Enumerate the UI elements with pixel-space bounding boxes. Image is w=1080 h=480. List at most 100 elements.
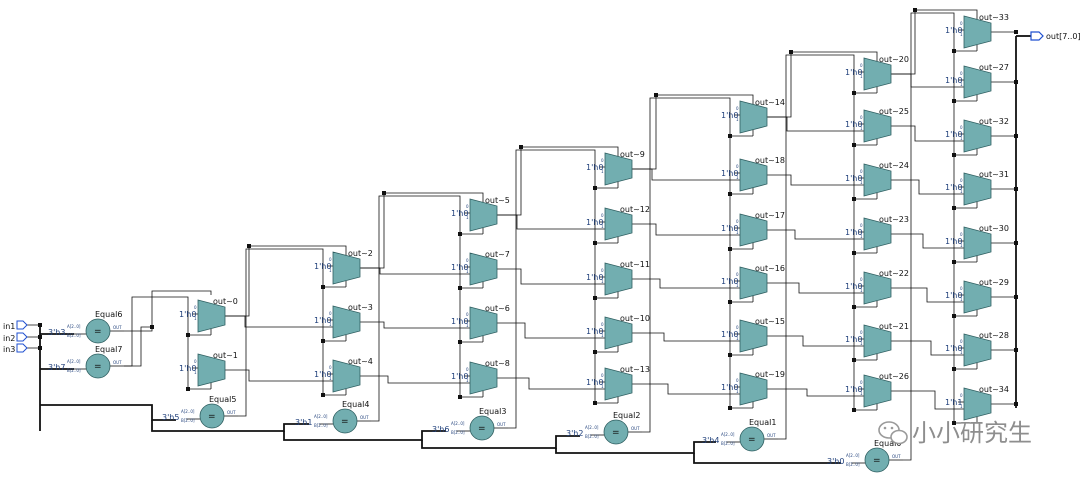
comparator-label: Equal1: [749, 418, 776, 427]
output-label: out[7..0]: [1046, 32, 1080, 41]
mux-port-1: 1: [860, 74, 863, 79]
mux-const: 1'h0: [586, 163, 603, 172]
mux-body: [469, 361, 498, 395]
comparator-body: [332, 408, 358, 434]
mux-const: 1'h0: [721, 330, 738, 339]
comparator-body: [739, 426, 765, 452]
mux-label: out~30: [979, 224, 1009, 233]
mux-label: out~32: [979, 117, 1009, 126]
junction-dot: [952, 367, 956, 371]
mux-label: out~28: [979, 331, 1009, 340]
input-port-in1[interactable]: in1: [3, 320, 28, 331]
mux-const: 1'h0: [721, 169, 738, 178]
mux-label: out~25: [879, 107, 909, 116]
output-port[interactable]: out[7..0]: [1030, 31, 1080, 41]
junction-dot: [728, 300, 732, 304]
mux-port-1: 1: [736, 230, 739, 235]
mux-const: 1'h0: [945, 130, 962, 139]
mux-label: out~2: [348, 249, 373, 258]
mux-label: out~21: [879, 322, 909, 331]
block-layer: out~0011'h0out~1011'h0out~2011'h0out~301…: [48, 13, 1009, 473]
mux-body: [963, 15, 992, 49]
mux-port-0: 0: [736, 219, 739, 224]
mux-label: out~19: [755, 370, 785, 379]
mux-const: 1'h0: [845, 385, 862, 394]
comparator-bus: [555, 441, 716, 454]
junction-dot: [728, 134, 732, 138]
comparator-const: 3'h3: [48, 328, 65, 337]
mux-port-1: 1: [860, 234, 863, 239]
mux-port-1: 1: [860, 341, 863, 346]
input-port-in2[interactable]: in2: [3, 332, 28, 343]
junction-dot: [458, 340, 462, 344]
mux-port-1: 1: [860, 288, 863, 293]
input-port-in3[interactable]: in3: [3, 343, 28, 354]
equals-symbol: =: [478, 424, 486, 434]
junction-dot: [321, 285, 325, 289]
junction-dot: [952, 99, 956, 103]
mux-const: 1'h0: [845, 228, 862, 237]
input-port-arrow-icon: [16, 320, 28, 330]
comparator-port-a: A[2..0]: [721, 432, 735, 437]
select-wire: [371, 195, 461, 422]
junction-dot: [321, 339, 325, 343]
junction-dot: [728, 353, 732, 357]
mux-const: 1'h0: [451, 317, 468, 326]
comparator-port-out: OUT: [767, 433, 776, 438]
mux-top-feed-wire: [767, 51, 878, 118]
mux-data-wire: [632, 223, 740, 236]
comparator-bus: [693, 453, 841, 464]
junction-dot: [593, 401, 597, 405]
mux-data-wire: [497, 322, 605, 339]
mux-port-0: 0: [601, 158, 604, 163]
mux-port-1: 1: [601, 169, 604, 174]
junction-dot: [852, 91, 856, 95]
mux-port-1: 1: [601, 384, 604, 389]
mux-const: 1'h0: [845, 174, 862, 183]
mux-body: [863, 324, 892, 358]
